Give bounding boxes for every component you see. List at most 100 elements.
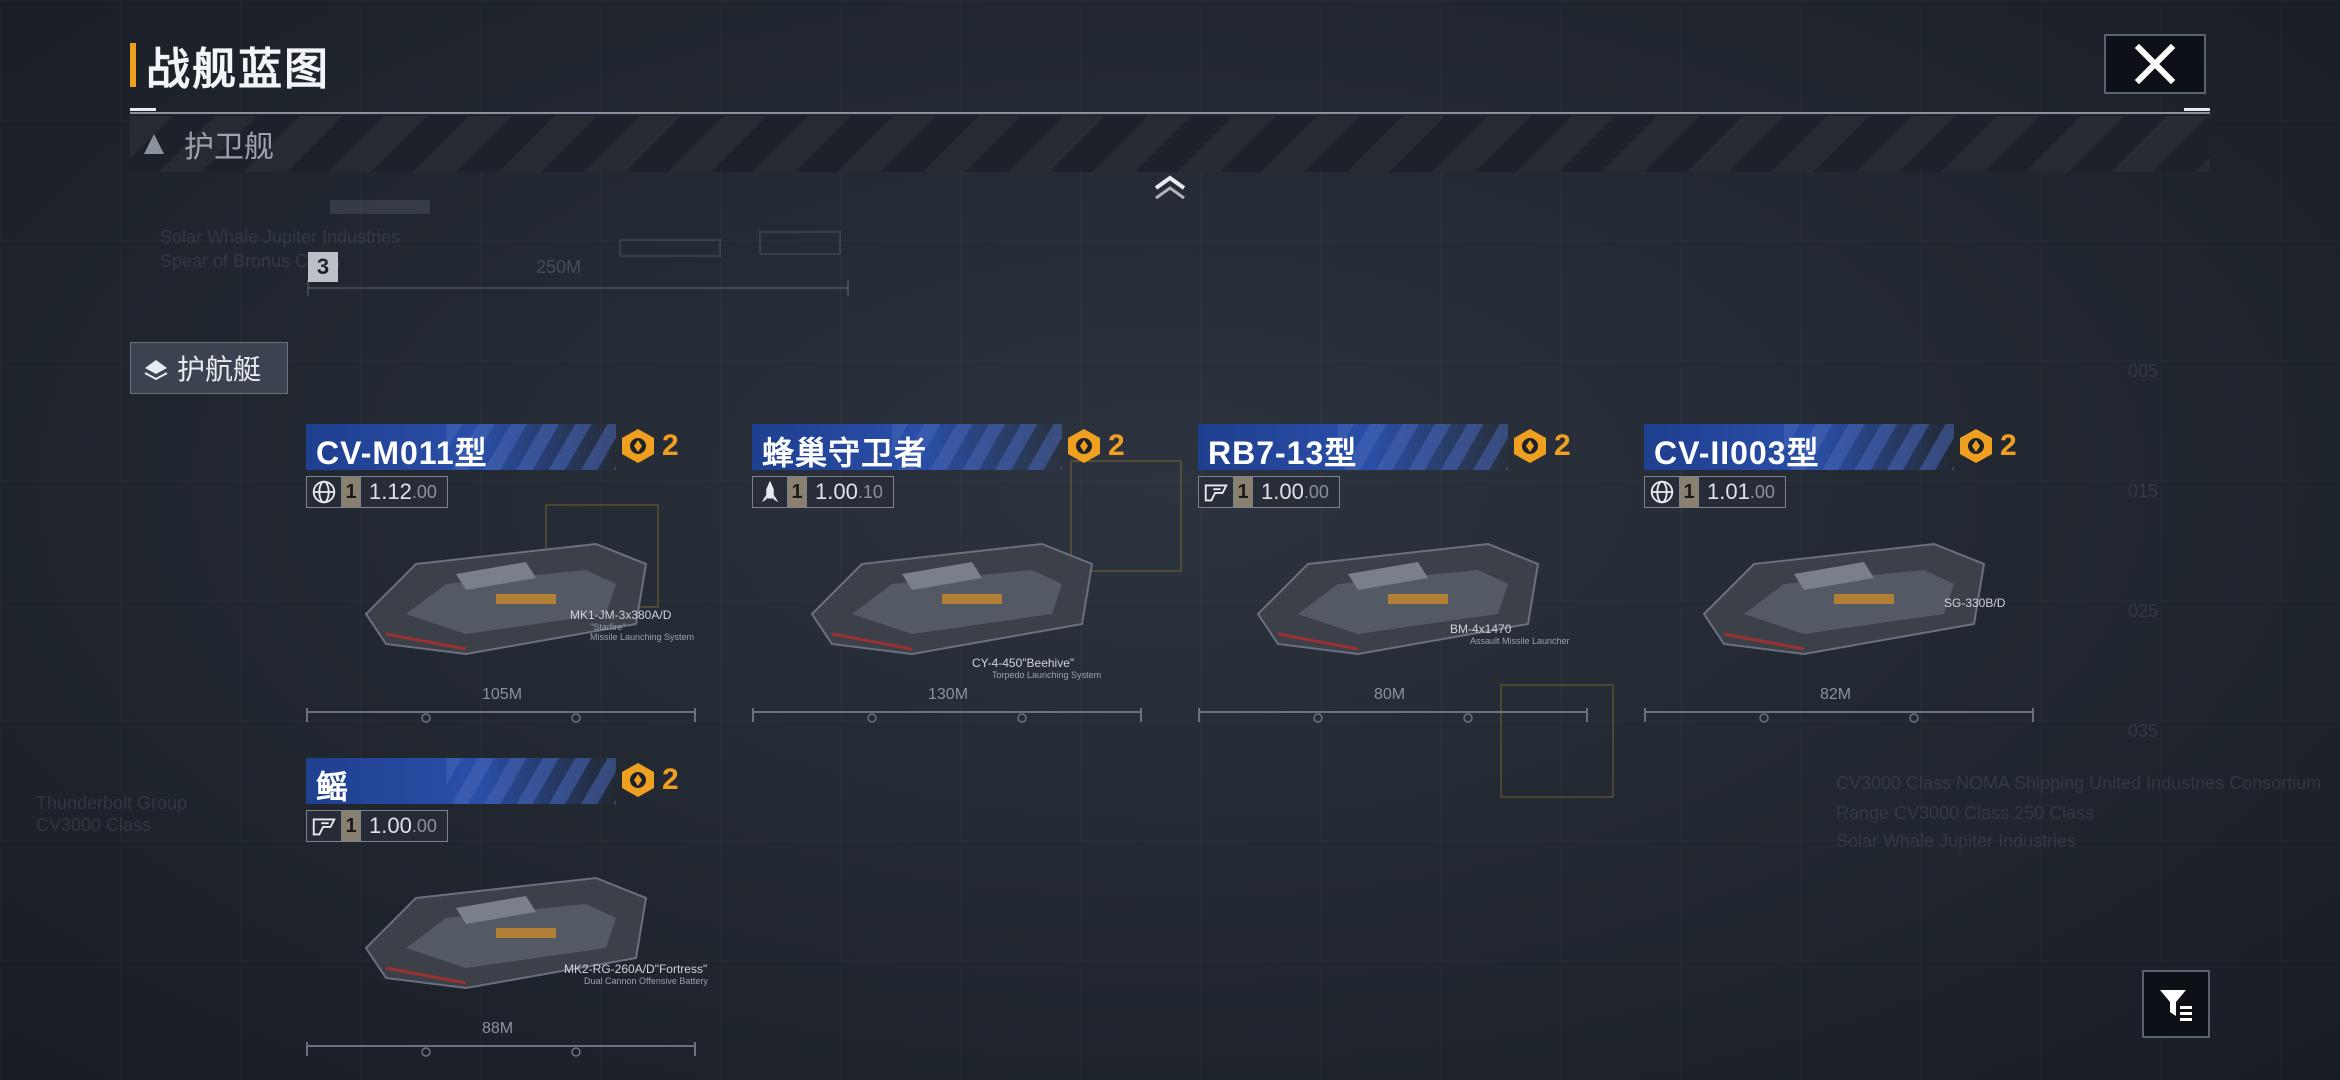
ship-length: 88M bbox=[482, 1020, 514, 1037]
globe-icon bbox=[307, 477, 342, 507]
ship-name: CV-II003型 bbox=[1654, 435, 1820, 470]
weapon-label: BM-4x1470 Assault Missile Launcher bbox=[1450, 622, 1570, 646]
bg-text: Thunderbolt Group bbox=[36, 793, 188, 813]
ship-value: 1.00.00 bbox=[361, 811, 447, 841]
category-frigate-bar[interactable]: 护卫舰 bbox=[130, 116, 2210, 172]
faded-hull-length: 250M bbox=[536, 257, 582, 277]
ship-name: RB7-13型 bbox=[1208, 435, 1358, 470]
weapon-name: "Starfire" bbox=[590, 622, 626, 632]
ship-level: 1 bbox=[1234, 477, 1253, 507]
weapon-model: SG-330B/D bbox=[1944, 596, 2006, 610]
ship-blueprint-image bbox=[1238, 504, 1568, 674]
ship-length: 80M bbox=[1374, 686, 1406, 703]
ship-length: 105M bbox=[482, 686, 523, 703]
decor-frame bbox=[1070, 460, 1182, 572]
bg-text: CV3000 Class NOMA Shipping United Indust… bbox=[1836, 773, 2322, 793]
weapon-model: MK2-RG-260A/D"Fortress" bbox=[564, 962, 708, 976]
decor-frame bbox=[1500, 684, 1614, 798]
close-button[interactable] bbox=[2104, 34, 2206, 94]
ship-card[interactable]: 鳐 2 1 1.00.00 MK2-RG-260A/D"Fortress" Du… bbox=[306, 758, 708, 1068]
weapon-label: MK2-RG-260A/D"Fortress" Dual Cannon Offe… bbox=[564, 962, 708, 986]
faded-hull-maker: Solar Whale Jupiter Industries bbox=[160, 227, 401, 247]
layers-icon bbox=[144, 360, 168, 380]
tier-emblem-icon bbox=[618, 426, 658, 466]
ship-value-suffix: .00 bbox=[411, 815, 437, 836]
weapon-model: CY-4-450"Beehive" bbox=[972, 656, 1075, 670]
ship-card[interactable]: CV-M011型 2 1 1.12.00 MK1-JM-3x380A/D "St… bbox=[306, 424, 706, 734]
tier-number: 2 bbox=[662, 429, 679, 462]
length-ruler bbox=[306, 708, 696, 728]
filter-button[interactable] bbox=[2142, 970, 2210, 1038]
subcategory-label: 护航艇 bbox=[177, 353, 262, 386]
ship-level: 1 bbox=[342, 811, 361, 841]
faded-hull-class: Spear of Bronus Class bbox=[160, 251, 341, 271]
globe-icon bbox=[1645, 477, 1680, 507]
page-title: 战舰蓝图 bbox=[146, 44, 330, 95]
ship-length: 82M bbox=[1820, 686, 1852, 703]
rocket-icon bbox=[753, 477, 788, 507]
tier-emblem-icon bbox=[1064, 426, 1104, 466]
weapon-label: SG-330B/D bbox=[1944, 596, 2005, 610]
tier-emblem-icon bbox=[618, 760, 658, 800]
ship-name: CV-M011型 bbox=[316, 435, 488, 470]
triangle-up-icon bbox=[144, 134, 164, 154]
weapon-type: Missile Launching System bbox=[590, 632, 695, 642]
ship-blueprint-image bbox=[792, 504, 1122, 674]
ship-value: 1.00.10 bbox=[807, 477, 893, 507]
tier-emblem-icon bbox=[1956, 426, 1996, 466]
tier-number: 2 bbox=[1108, 429, 1125, 462]
category-label: 护卫舰 bbox=[184, 130, 274, 165]
tier-number: 2 bbox=[2000, 429, 2017, 462]
ship-tier: 2 bbox=[618, 760, 679, 800]
length-ruler bbox=[1198, 708, 1588, 728]
ship-tier: 2 bbox=[1064, 426, 1125, 466]
ship-value-main: 1.12 bbox=[369, 479, 412, 504]
chevron-up-icon[interactable] bbox=[1152, 174, 1188, 202]
ship-value: 1.00.00 bbox=[1253, 477, 1339, 507]
length-ruler bbox=[752, 708, 1142, 728]
ship-level: 1 bbox=[342, 477, 361, 507]
ship-level: 1 bbox=[1680, 477, 1699, 507]
ship-card[interactable]: 蜂巢守卫者 2 1 1.00.10 CY-4-450"Beehive" Torp… bbox=[752, 424, 1152, 734]
weapon-label: MK1-JM-3x380A/D "Starfire" Missile Launc… bbox=[570, 608, 694, 642]
divider-cap bbox=[2184, 108, 2210, 111]
ship-tier: 2 bbox=[618, 426, 679, 466]
ship-tier: 2 bbox=[1510, 426, 1571, 466]
ship-blueprint-image bbox=[1684, 504, 2014, 674]
ship-value-suffix: .00 bbox=[1749, 481, 1775, 502]
ship-value: 1.12.00 bbox=[361, 477, 447, 507]
bg-scale: 015 bbox=[2128, 481, 2159, 501]
divider-cap bbox=[130, 108, 156, 111]
bg-scale: 005 bbox=[2128, 361, 2159, 381]
weapon-type: Dual Cannon Offensive Battery bbox=[584, 976, 708, 986]
ship-card-header: RB7-13型 bbox=[1198, 424, 1508, 470]
bg-text: Solar Whale Jupiter Industries bbox=[1836, 831, 2077, 851]
weapon-model: MK1-JM-3x380A/D bbox=[570, 608, 672, 622]
ship-stat-row: 1 1.00.00 bbox=[1198, 476, 1340, 508]
ship-card-header: CV-II003型 bbox=[1644, 424, 1954, 470]
length-ruler bbox=[1644, 708, 2034, 728]
ship-value: 1.01.00 bbox=[1699, 477, 1785, 507]
faction-icon bbox=[1199, 477, 1234, 507]
ship-value-main: 1.00 bbox=[369, 813, 412, 838]
ship-card-header: 鳐 bbox=[306, 758, 616, 804]
weapon-type: Assault Missile Launcher bbox=[1470, 636, 1570, 646]
weapon-label: CY-4-450"Beehive" Torpedo Launching Syst… bbox=[972, 656, 1101, 680]
faction-icon bbox=[307, 811, 342, 841]
ship-card[interactable]: RB7-13型 2 1 1.00.00 BM-4x1470 Assault Mi… bbox=[1198, 424, 1598, 734]
ship-card[interactable]: CV-II003型 2 1 1.01.00 SG-330B/D 82M bbox=[1644, 424, 2044, 734]
ship-length: 130M bbox=[928, 686, 969, 703]
tier-number: 2 bbox=[1554, 429, 1571, 462]
ship-value-main: 1.01 bbox=[1707, 479, 1750, 504]
ship-stat-row: 1 1.00.10 bbox=[752, 476, 894, 508]
weapon-model: BM-4x1470 bbox=[1450, 622, 1512, 636]
ship-stat-row: 1 1.00.00 bbox=[306, 810, 448, 842]
ship-card-header: 蜂巢守卫者 bbox=[752, 424, 1062, 470]
subcategory-escort-tag[interactable]: 护航艇 bbox=[130, 342, 288, 394]
ship-tier: 2 bbox=[1956, 426, 2017, 466]
ship-name: 蜂巢守卫者 bbox=[762, 435, 928, 470]
ship-level: 1 bbox=[788, 477, 807, 507]
close-icon bbox=[2134, 43, 2176, 85]
ship-value-suffix: .10 bbox=[857, 481, 883, 502]
ship-blueprint-image bbox=[346, 504, 676, 674]
